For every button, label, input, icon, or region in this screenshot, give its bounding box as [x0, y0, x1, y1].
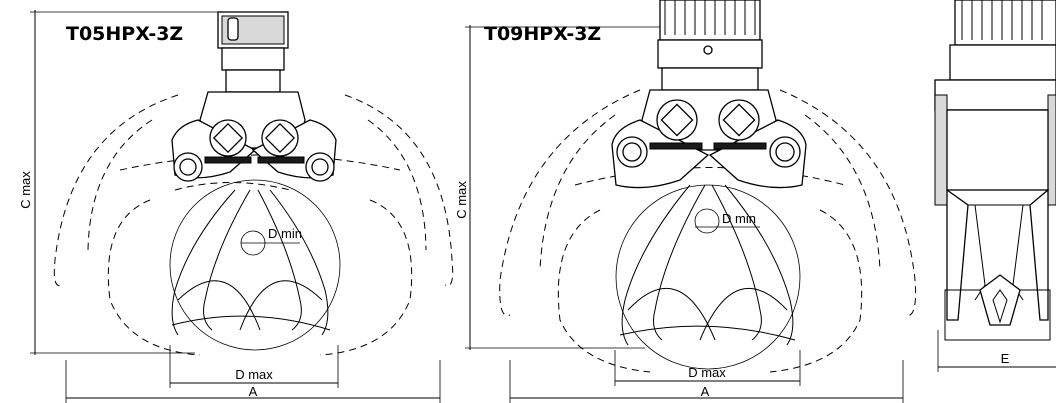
- pivot-cap-left-2: [660, 103, 694, 137]
- tine-tip-arc-2: [619, 325, 796, 341]
- side-body: [946, 109, 1049, 191]
- side-cylinder-left: [934, 94, 948, 206]
- grapple-t05-view: T05HPX-3Z C max D min D max A: [18, 10, 454, 403]
- open-tine-envelope-left: [53, 94, 179, 287]
- tine-tip-arc: [171, 315, 331, 331]
- tine-cross-a-2: [627, 287, 716, 341]
- arc-upper: [174, 182, 291, 191]
- pivot-cap-left: [212, 122, 244, 154]
- mid-tine-right-2: [769, 209, 863, 373]
- tine-closed-2-2: [653, 184, 706, 341]
- side-flange: [949, 44, 1056, 81]
- tine-cross-b-2: [699, 287, 788, 341]
- rotator-bolt-2: [703, 45, 713, 55]
- label-d-min: D min: [268, 226, 302, 241]
- side-arm-right: [1029, 188, 1049, 321]
- arc-outer-2: [574, 167, 846, 186]
- side-tine-core: [992, 289, 1008, 324]
- open-tine-envelope-right: [344, 94, 454, 287]
- rotator-flange: [221, 47, 285, 71]
- tine-cross-a: [177, 280, 261, 331]
- mid-tine-left-2: [557, 209, 651, 373]
- side-cylinder-right: [1047, 94, 1056, 206]
- d-min-circle-2: [694, 208, 720, 234]
- closed-circle-2: [615, 184, 801, 370]
- brand-plate-left-2: [649, 142, 703, 150]
- arm-eye-left-inner: [179, 158, 197, 176]
- side-view: E: [934, 0, 1056, 372]
- brand-plate-left: [204, 156, 252, 164]
- closed-circle: [169, 179, 341, 351]
- brand-plate-right: [257, 156, 305, 164]
- side-rotator-ribs: [961, 0, 1043, 40]
- pivot-cap-right: [264, 122, 296, 154]
- side-body-upper: [934, 79, 1056, 111]
- side-arm-left: [946, 188, 969, 321]
- arc-outer: [119, 154, 401, 171]
- label-d-max-2: D max: [688, 365, 726, 380]
- tine-cross-b: [239, 280, 323, 331]
- tine-closed-4: [257, 189, 302, 331]
- open-tine-inner-left-2: [539, 114, 616, 271]
- pivot-cap-right-2: [722, 103, 756, 137]
- mid-tine-left: [107, 199, 201, 356]
- rotator-body-2: [659, 0, 761, 41]
- label-a-2: A: [701, 384, 710, 399]
- tine-closed-1: [171, 189, 236, 336]
- model-title-t09: T09HPX-3Z: [484, 23, 601, 45]
- side-rotator: [954, 0, 1056, 46]
- rotator-port: [227, 17, 239, 41]
- rotator-ribs-2: [664, 0, 756, 35]
- mid-tine-right: [319, 199, 413, 356]
- model-title-t05: T05HPX-3Z: [66, 23, 183, 45]
- arm-eye-right-inner: [311, 158, 329, 176]
- open-tine-inner-left: [87, 119, 153, 251]
- arm-eye-right-inner-2: [775, 142, 795, 162]
- label-c-max: C max: [18, 171, 33, 209]
- tine-closed-1-2: [621, 184, 691, 346]
- tine-closed-2: [203, 189, 251, 331]
- label-c-max-2: C max: [454, 181, 469, 219]
- tine-closed-3-2: [724, 184, 794, 346]
- label-d-max: D max: [235, 367, 273, 382]
- open-tine-envelope-right-2: [779, 89, 916, 317]
- label-e: E: [1001, 351, 1010, 366]
- label-d-min-2: D min: [722, 211, 756, 226]
- arm-eye-left-inner-2: [622, 142, 642, 162]
- grapple-t09-view: T09HPX-3Z C max D min D max A: [454, 0, 916, 403]
- label-a: A: [249, 384, 258, 399]
- open-tine-inner-right: [367, 119, 427, 251]
- rotator-link-2: [661, 67, 759, 91]
- tine-closed-4-2: [711, 184, 762, 341]
- open-tine-envelope-left-2: [499, 89, 641, 317]
- side-tine-tip: [979, 274, 1021, 326]
- open-tine-inner-right-2: [804, 114, 881, 271]
- tine-closed-3: [269, 189, 329, 336]
- rotator-link: [225, 69, 281, 93]
- brand-plate-right-2: [713, 142, 767, 150]
